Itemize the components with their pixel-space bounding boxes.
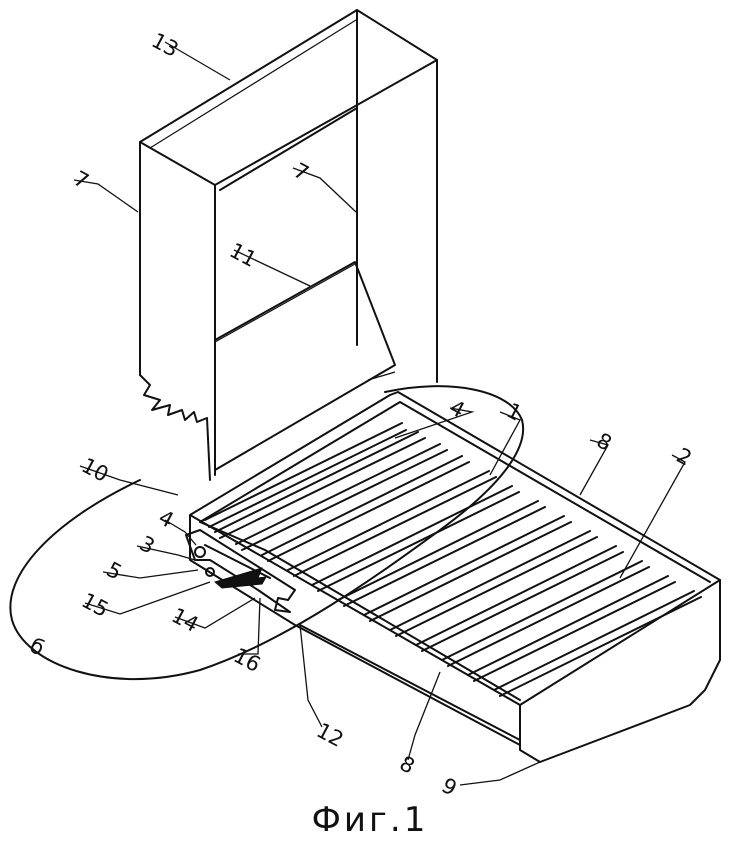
- cabinet-frame: [139, 9, 438, 481]
- label-6: б: [26, 633, 49, 660]
- reference-numerals: 13 7 7 11 4 1 8 2 10 4 3 5 15 14 б 16 12…: [26, 28, 696, 800]
- figure-caption: Фиг.1: [311, 800, 429, 840]
- label-11: 11: [226, 238, 261, 272]
- headboard-panel: [214, 261, 396, 471]
- label-13: 13: [148, 28, 183, 62]
- leader-lines: [73, 41, 686, 786]
- detail-ellipse: [9, 385, 525, 681]
- label-5: 5: [103, 557, 126, 584]
- label-14: 14: [168, 603, 203, 637]
- label-8-bottom: 8: [396, 751, 419, 778]
- label-8-top: 8: [593, 428, 616, 455]
- mechanism-arrow: [213, 567, 267, 589]
- label-7-right: 7: [290, 158, 313, 185]
- label-10: 10: [78, 453, 113, 487]
- label-12: 12: [313, 718, 348, 752]
- label-4-left: 4: [155, 505, 178, 532]
- label-9: 9: [438, 773, 461, 800]
- label-3: 3: [136, 531, 159, 558]
- label-4-top: 4: [446, 395, 469, 422]
- lift-mechanism: [185, 529, 296, 613]
- label-15: 15: [78, 588, 113, 622]
- label-2: 2: [673, 443, 696, 470]
- label-16: 16: [230, 643, 265, 677]
- label-7-left: 7: [70, 166, 93, 193]
- bed-slats: [204, 422, 702, 697]
